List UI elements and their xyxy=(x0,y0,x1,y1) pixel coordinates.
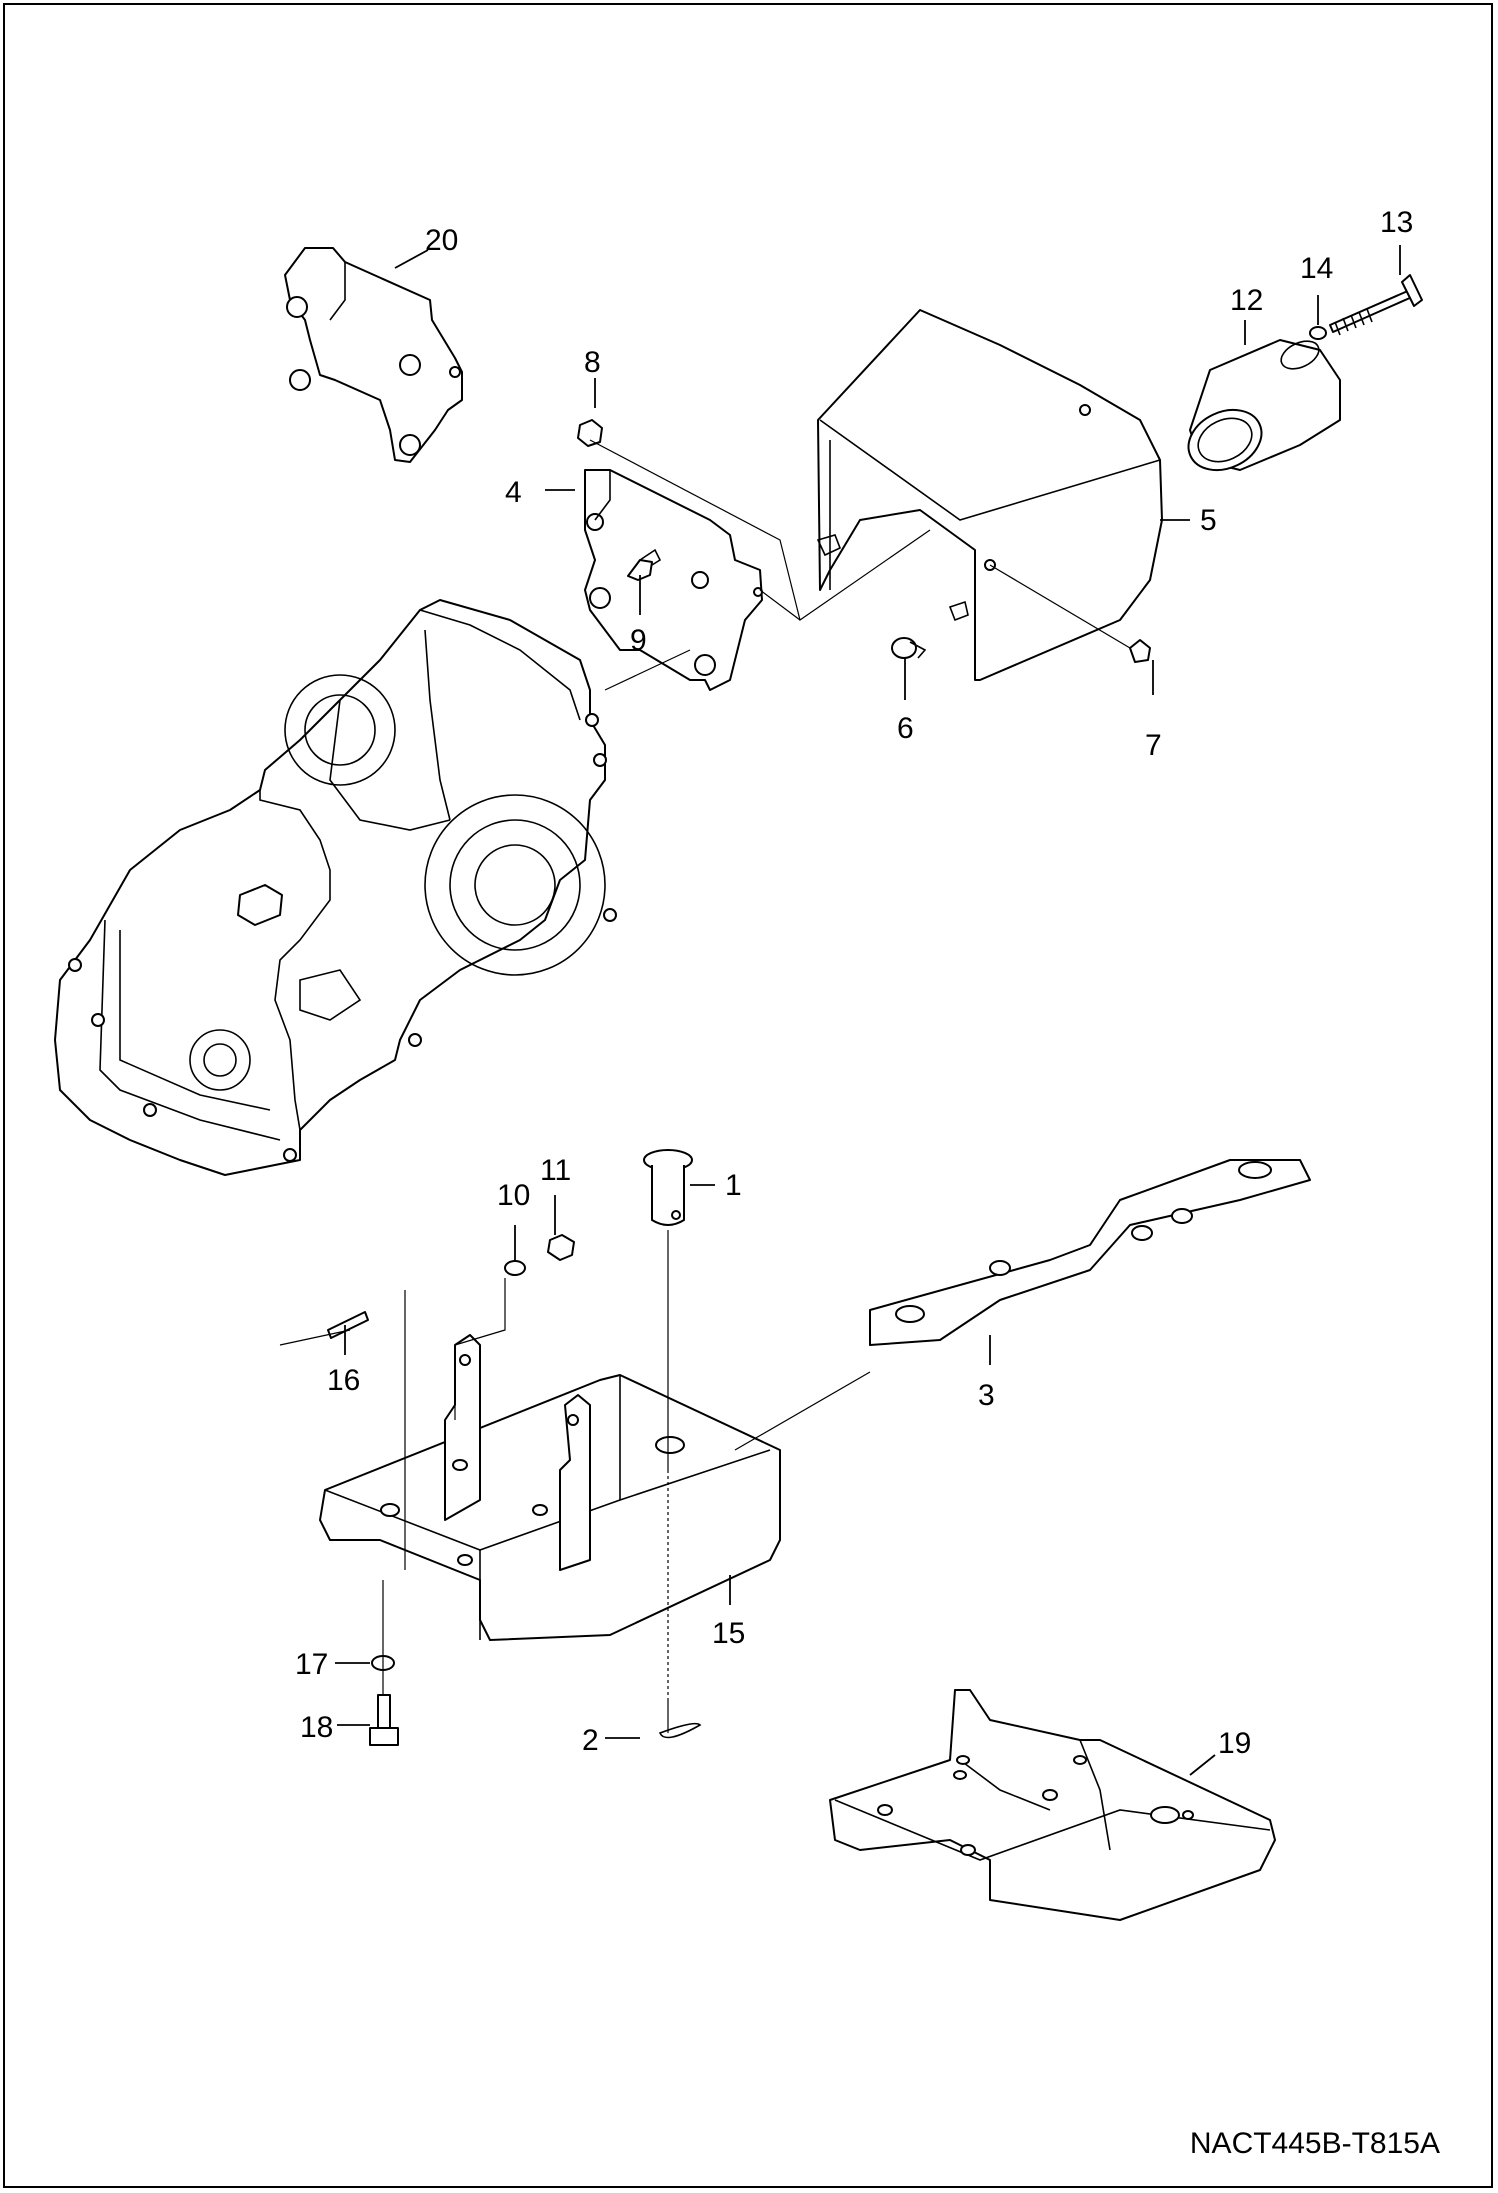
washer-10 xyxy=(504,1260,526,1276)
assembly-guide-lines xyxy=(279,439,1131,1733)
callout-1: 1 xyxy=(725,1169,742,1202)
callout-labels: 20 8 4 9 5 6 7 12 14 13 1 10 11 16 3 15 … xyxy=(295,206,1413,1760)
shroud-5 xyxy=(816,309,1163,681)
callout-9: 9 xyxy=(630,624,647,657)
drawing-code: NACT445B-T815A xyxy=(1189,2127,1440,2160)
callout-10: 10 xyxy=(497,1179,530,1212)
callout-13: 13 xyxy=(1380,206,1413,239)
washer-14 xyxy=(1309,326,1327,340)
callout-20: 20 xyxy=(425,224,458,257)
cover-plate-4 xyxy=(584,469,763,691)
bolt-18 xyxy=(369,1694,399,1746)
t-bolt-13 xyxy=(1329,274,1423,336)
stud-16 xyxy=(327,1311,369,1339)
hitch-bracket-19 xyxy=(829,1689,1276,1921)
callout-17: 17 xyxy=(295,1648,328,1681)
callout-5: 5 xyxy=(1200,504,1217,537)
drawbar-3 xyxy=(869,1159,1311,1346)
sleeve-12 xyxy=(1187,339,1341,472)
callout-6: 6 xyxy=(897,712,914,745)
callout-7: 7 xyxy=(1145,729,1162,762)
nut-8 xyxy=(577,419,603,447)
callout-11: 11 xyxy=(540,1154,571,1187)
plug-6 xyxy=(891,637,927,659)
bolt-9 xyxy=(627,548,662,581)
bracket-20 xyxy=(284,247,463,463)
callout-15: 15 xyxy=(712,1617,745,1650)
callout-14: 14 xyxy=(1300,252,1333,285)
nut-11 xyxy=(547,1234,575,1261)
pin-1 xyxy=(643,1149,693,1226)
transmission-housing xyxy=(54,599,617,1176)
callout-leaders xyxy=(335,245,1401,1776)
hairpin-2 xyxy=(658,1722,702,1739)
callout-19: 19 xyxy=(1218,1727,1251,1760)
callout-8: 8 xyxy=(584,346,601,379)
callout-16: 16 xyxy=(327,1364,360,1397)
callout-12: 12 xyxy=(1230,284,1263,317)
hitch-bracket-15 xyxy=(319,1334,781,1641)
callout-4: 4 xyxy=(505,476,522,509)
callout-18: 18 xyxy=(300,1711,333,1744)
callout-2: 2 xyxy=(582,1724,599,1757)
callout-3: 3 xyxy=(978,1379,995,1412)
bolt-7 xyxy=(1129,639,1151,663)
